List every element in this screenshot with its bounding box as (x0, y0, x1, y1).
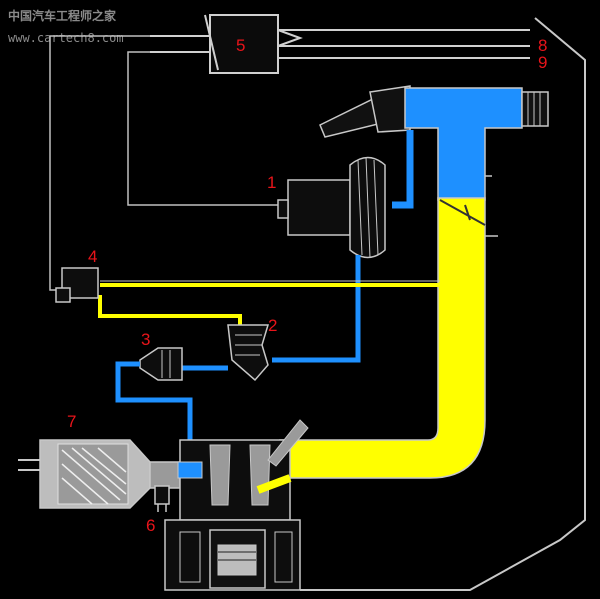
cylinder-head (177, 419, 309, 521)
callout-labels: 1 2 3 4 5 6 7 8 9 (67, 36, 547, 535)
watermark: 中国汽车工程师之家 www.cartech8.com (8, 8, 124, 45)
fresh-air-manifold (392, 87, 549, 209)
charge-air-duct (279, 197, 486, 479)
callout-9: 9 (538, 53, 547, 72)
engine-block (164, 519, 301, 591)
callout-3: 3 (141, 330, 150, 349)
callout-1: 1 (267, 173, 276, 192)
engine-bay-outline (300, 17, 586, 591)
sensor-lines (98, 283, 440, 330)
pressure-sensor (55, 267, 99, 303)
vacuum-actuator (277, 156, 386, 259)
egr-sample-line (115, 361, 193, 462)
duct-sensor-stub (485, 175, 498, 237)
signal-wiring (49, 35, 280, 291)
solenoid-valve (180, 324, 270, 382)
filter-element (139, 347, 183, 381)
callout-8: 8 (538, 36, 547, 55)
exhaust-sensor (154, 485, 170, 512)
throttle-flap (439, 199, 486, 226)
callout-2: 2 (268, 316, 277, 335)
callout-6: 6 (146, 516, 155, 535)
control-unit (150, 14, 530, 74)
callout-7: 7 (67, 412, 76, 431)
watermark-url: www.cartech8.com (8, 31, 124, 45)
intake-snorkel (319, 85, 411, 138)
watermark-site-name: 中国汽车工程师之家 (8, 8, 117, 23)
callout-4: 4 (88, 247, 97, 266)
vacuum-line (272, 255, 361, 363)
callout-5: 5 (236, 36, 245, 55)
catalytic-converter (18, 439, 181, 509)
